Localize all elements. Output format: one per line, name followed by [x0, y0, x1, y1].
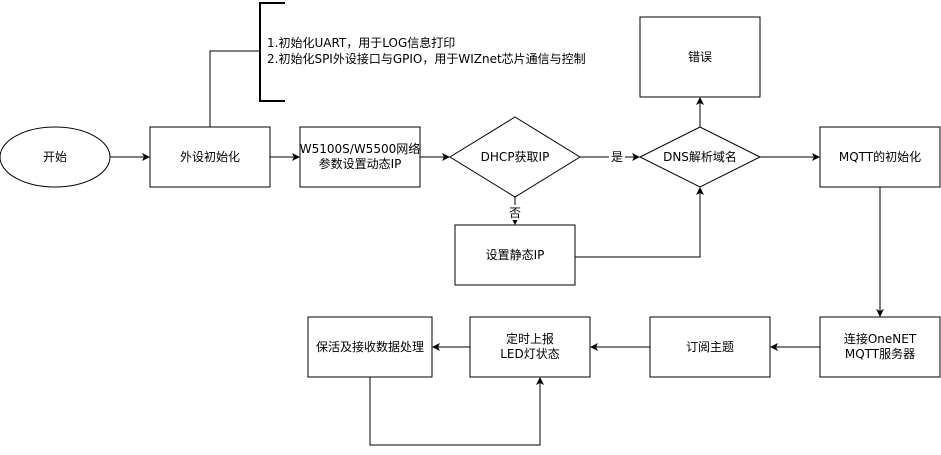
no-label: 否 — [509, 206, 521, 220]
subscribe-label: 订阅主题 — [686, 340, 734, 354]
net-param-node — [299, 126, 421, 188]
annotation-bracket — [259, 2, 285, 102]
start-node — [0, 126, 111, 188]
error-node — [639, 16, 761, 98]
keepalive-node — [307, 316, 433, 378]
connect-node — [819, 316, 941, 378]
connect-label-2: MQTT服务器 — [845, 346, 915, 361]
report-label-1: 定时上报 — [506, 331, 554, 346]
static-ip-label: 设置静态IP — [486, 248, 545, 262]
connect-label-1: 连接OneNET — [844, 331, 917, 346]
net-param-label-2: 参数设置动态IP — [319, 156, 402, 171]
report-node — [469, 316, 591, 378]
keepalive-label: 保活及接收数据处理 — [316, 339, 424, 354]
mqtt-init-label: MQTT的初始化 — [839, 149, 921, 164]
dns-decision — [638, 126, 762, 188]
periph-init-node — [149, 126, 271, 188]
edge-keepalive-loop — [369, 377, 544, 446]
periph-init-label: 外设初始化 — [180, 150, 240, 164]
annotation-line-1: 1.初始化UART，用于LOG信息打印 — [267, 35, 455, 50]
report-label-2: LED灯状态 — [500, 347, 560, 361]
yes-label: 是 — [611, 150, 623, 164]
edge-static-dns — [575, 187, 704, 258]
start-label: 开始 — [43, 150, 67, 164]
error-label: 错误 — [688, 50, 712, 64]
subscribe-node — [649, 316, 771, 378]
dhcp-label: DHCP获取IP — [481, 150, 550, 164]
net-param-label-1: W5100S/W5500网络 — [300, 141, 420, 156]
static-ip-node — [454, 224, 576, 286]
dhcp-decision — [449, 116, 581, 198]
annotation-connector — [209, 50, 260, 127]
dns-label: DNS解析域名 — [663, 149, 737, 164]
annotation-line-2: 2.初始化SPI外设接口与GPIO，用于WIZnet芯片通信与控制 — [267, 51, 586, 66]
mqtt-init-node — [819, 126, 941, 188]
